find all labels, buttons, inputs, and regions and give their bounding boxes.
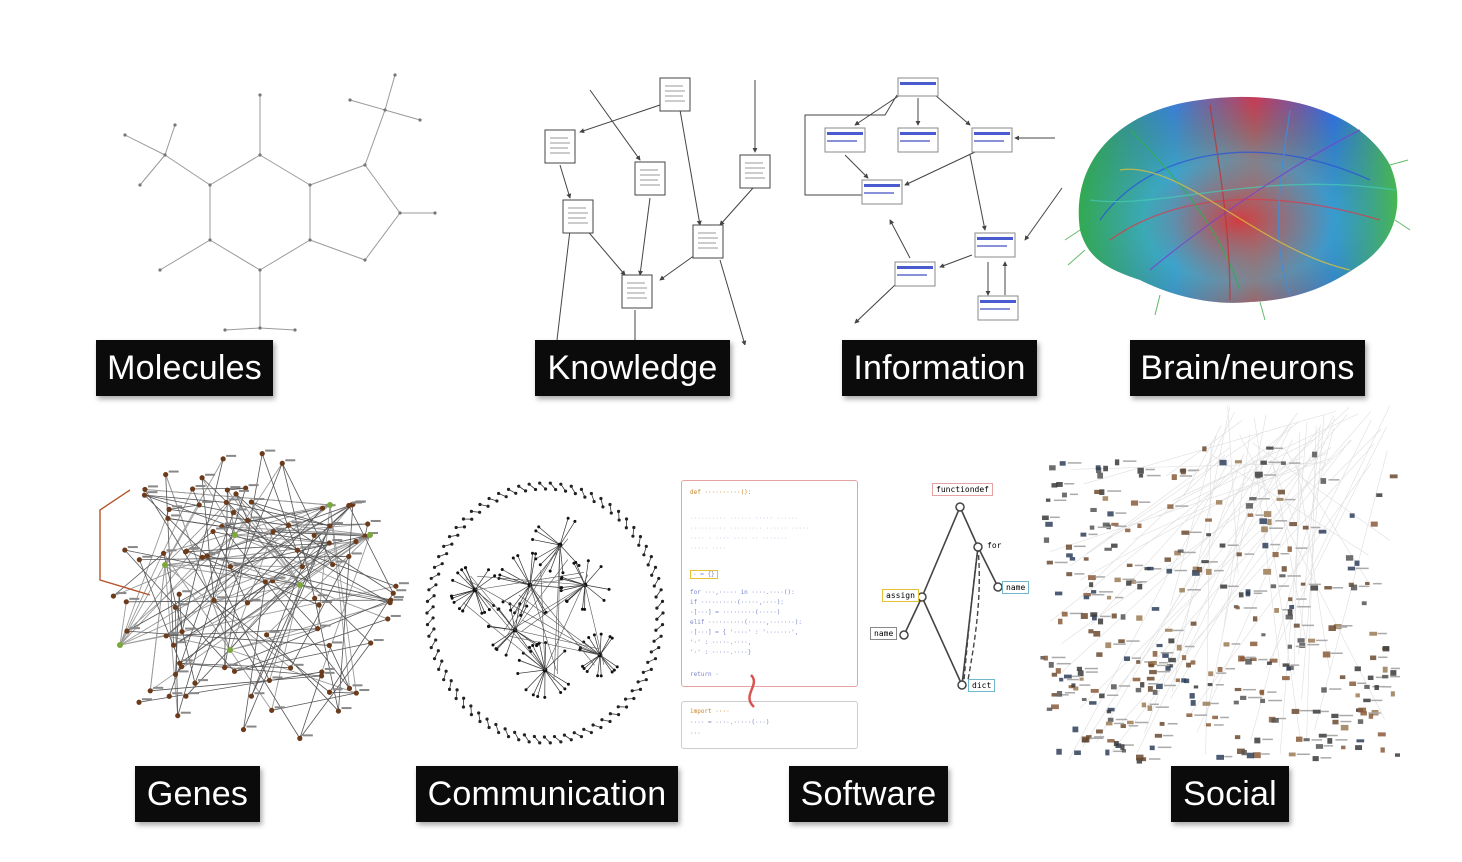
communication-network-diagram [425, 481, 665, 745]
social-network-diagram [1040, 405, 1400, 764]
code-snippet-box-2: import ···· ···· = ····.·····(···) ··· [681, 701, 858, 749]
brain-tractography-image [1064, 96, 1410, 321]
tree-node-name-left: name [870, 627, 898, 640]
molecules-panel [110, 60, 450, 340]
knowledge-panel [535, 70, 785, 345]
brain-neurons-label: Brain/neurons [1130, 340, 1365, 396]
knowledge-diagram [544, 77, 771, 345]
information-label: Information [842, 340, 1037, 396]
communication-panel [420, 475, 670, 750]
tree-node-functiondef: functiondef [932, 483, 993, 496]
tree-node-name-right: name [1002, 581, 1030, 594]
genes-panel [70, 435, 415, 765]
molecule-diagram [123, 73, 437, 332]
tree-node-dict: dict [968, 679, 996, 692]
tree-node-for: for [984, 540, 1005, 551]
ast-tree-diagram [748, 502, 1003, 708]
social-panel [1040, 405, 1400, 765]
information-panel [800, 70, 1065, 335]
tree-node-assign: assign [882, 589, 919, 602]
code-snippet-box: def ··········(): ·········· ······ ····… [681, 480, 858, 687]
software-label: Software [789, 766, 948, 822]
genes-label: Genes [135, 766, 260, 822]
molecules-label: Molecules [96, 340, 273, 396]
knowledge-label: Knowledge [535, 340, 730, 396]
software-panel: def ··········(): ·········· ······ ····… [676, 475, 1030, 755]
brain-panel [1060, 70, 1410, 330]
social-label: Social [1171, 766, 1289, 822]
information-diagram [804, 77, 1063, 324]
communication-label: Communication [416, 766, 678, 822]
gene-network-diagram [99, 449, 409, 741]
